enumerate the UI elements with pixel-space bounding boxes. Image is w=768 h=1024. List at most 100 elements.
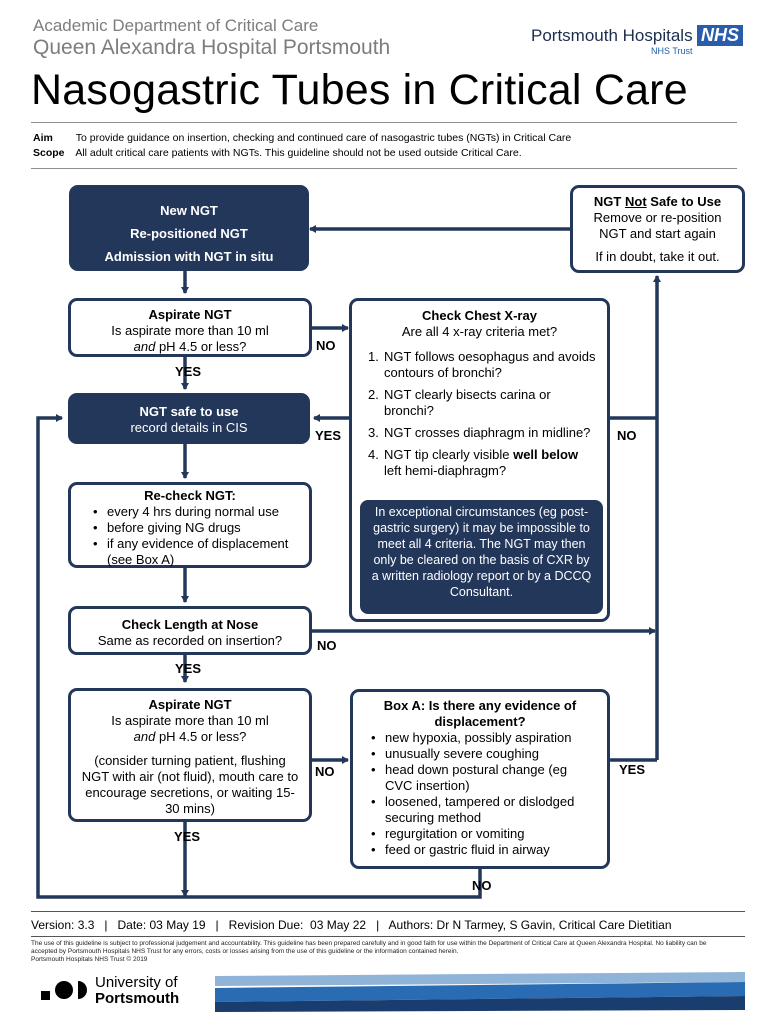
xray-exception-box: In exceptional circumstances (eg post-ga…: [360, 500, 603, 614]
footer-divider-2: [31, 936, 745, 937]
box-a-item: unusually severe coughing: [363, 746, 597, 762]
label-no-length: NO: [317, 638, 337, 653]
title-divider: [31, 122, 737, 123]
disclaimer-text: The use of this guideline is subject to …: [31, 940, 707, 955]
recheck-item: before giving NG drugs: [85, 520, 299, 536]
xray-criterion-3-num: 3.: [368, 425, 379, 440]
box-a-list: new hypoxia, possibly aspiration unusual…: [363, 730, 597, 858]
xray-criterion-1-num: 1.: [368, 349, 379, 364]
label-yes-xray: YES: [315, 428, 342, 443]
not-safe-line1: Remove or re-position: [593, 210, 722, 225]
not-safe-title-pre: NGT: [593, 194, 625, 209]
aspirate-title: Aspirate NGT: [148, 307, 232, 322]
scope-divider: [31, 168, 737, 169]
label-no-aspirate2: NO: [315, 764, 335, 779]
label-yes-aspirate2: YES: [174, 829, 201, 844]
page-title: Nasogastric Tubes in Critical Care: [31, 66, 688, 114]
aspirate-box: Aspirate NGT Is aspirate more than 10 ml…: [68, 298, 312, 357]
aspirate2-line2: and pH 4.5 or less?: [79, 729, 301, 745]
label-no-aspirate: NO: [316, 338, 336, 353]
safe-title: NGT safe to use: [139, 404, 239, 419]
aspirate2-and: and: [133, 729, 156, 744]
xray-criterion-1-text: NGT follows oesophagus and avoids contou…: [384, 349, 596, 380]
not-safe-box: NGT Not Safe to Use Remove or re-positio…: [570, 185, 745, 273]
aim-row: Aim To provide guidance on insertion, ch…: [33, 132, 571, 144]
recheck-title: Re-check NGT:: [144, 488, 236, 503]
box-a-item: feed or gastric fluid in airway: [363, 842, 597, 858]
box-a-title: Box A: Is there any evidence of displace…: [383, 698, 577, 729]
footer-divider: [31, 911, 745, 912]
xray-criterion-1: 1. NGT follows oesophagus and avoids cont…: [362, 349, 597, 381]
xray-criterion-4-bold: well below: [513, 447, 579, 462]
xray-criterion-4-pre: NGT tip clearly visible: [384, 447, 514, 462]
aspirate-and: and: [133, 339, 156, 354]
not-safe-line3: If in doubt, take it out.: [595, 249, 720, 264]
copyright-text: Portsmouth Hospitals NHS Trust © 2019: [31, 956, 148, 963]
trust-logo-name: Portsmouth Hospitals: [531, 26, 693, 45]
disclaimer: The use of this guideline is subject to …: [31, 940, 731, 964]
aim-label: Aim: [33, 132, 53, 144]
aspirate-line1: Is aspirate more than 10 ml: [111, 323, 269, 338]
label-yes-length: YES: [175, 661, 202, 676]
box-a: Box A: Is there any evidence of displace…: [350, 689, 610, 869]
university-logo-icon: [41, 981, 87, 1000]
version-line: Version: 3.3 | Date: 03 May 19 | Revisio…: [31, 918, 672, 932]
arrow-loop-back: [36, 414, 482, 899]
start-admission: Admission with NGT in situ: [104, 249, 274, 264]
box-a-item: regurgitation or vomiting: [363, 826, 597, 842]
trust-logo-subtitle: NHS Trust: [651, 46, 693, 56]
recheck-item: every 4 hrs during normal use: [85, 504, 299, 520]
recheck-box: Re-check NGT: every 4 hrs during normal …: [68, 482, 312, 568]
safe-line: record details in CIS: [130, 420, 248, 435]
xray-criterion-4-post: left hemi-diaphragm?: [384, 463, 507, 478]
label-no-xray: NO: [617, 428, 637, 443]
length-title: Check Length at Nose: [121, 617, 259, 632]
start-new-ngt: New NGT: [160, 203, 218, 218]
scope-row: Scope All adult critical care patients w…: [33, 147, 522, 159]
aspirate2-line1: Is aspirate more than 10 ml: [111, 713, 269, 728]
xray-criterion-4-num: 4.: [368, 447, 379, 462]
label-yes-boxa: YES: [619, 762, 646, 777]
recheck-list: every 4 hrs during normal use before giv…: [85, 504, 299, 568]
xray-title: Check Chest X-ray: [422, 308, 537, 323]
aspirate2-note: (consider turning patient, flushing NGT …: [81, 753, 299, 816]
box-a-item: loosened, tampered or dislodged securing…: [363, 794, 597, 826]
aspirate2-ph: pH 4.5 or less?: [155, 729, 247, 744]
not-safe-line2: NGT and start again: [599, 226, 716, 241]
xray-criterion-2-num: 2.: [368, 387, 379, 402]
length-line: Same as recorded on insertion?: [97, 633, 283, 648]
nhs-logo: NHS: [697, 25, 743, 46]
aspirate2-title: Aspirate NGT: [148, 697, 232, 712]
start-repositioned: Re-positioned NGT: [130, 226, 248, 241]
box-a-item: new hypoxia, possibly aspiration: [363, 730, 597, 746]
xray-criterion-3: 3. NGT crosses diaphragm in midline?: [362, 425, 597, 441]
aspirate-ph: pH 4.5 or less?: [155, 339, 247, 354]
label-yes-aspirate: YES: [175, 364, 202, 379]
not-safe-title-post: Safe to Use: [646, 194, 722, 209]
university-name-line1: University of: [95, 974, 178, 991]
scope-label: Scope: [33, 147, 65, 159]
xray-question: Are all 4 x-ray criteria met?: [401, 324, 558, 339]
safe-box: NGT safe to use record details in CIS: [68, 393, 310, 444]
recheck-item: if any evidence of displacement (see Box…: [85, 536, 299, 568]
xray-criterion-2-text: NGT clearly bisects carina or bronchi?: [384, 387, 551, 418]
aim-text: To provide guidance on insertion, checki…: [75, 132, 572, 144]
label-no-boxa: NO: [472, 878, 492, 893]
footer-stripes: [215, 972, 745, 1012]
start-box: New NGT Re-positioned NGT Admission with…: [69, 185, 309, 271]
department-name: Academic Department of Critical Care: [33, 16, 319, 35]
xray-criterion-2: 2. NGT clearly bisects carina or bronchi?: [362, 387, 597, 419]
aspirate-line2: and pH 4.5 or less?: [71, 339, 309, 355]
xray-criterion-4: 4. NGT tip clearly visible well below lef…: [362, 447, 597, 479]
not-safe-title-not: Not: [624, 194, 647, 209]
university-name-line2: Portsmouth: [95, 990, 180, 1007]
scope-text: All adult critical care patients with NG…: [75, 147, 522, 159]
box-a-item: head down postural change (eg CVC insert…: [363, 762, 597, 794]
xray-criterion-3-text: NGT crosses diaphragm in midline?: [384, 425, 591, 440]
aspirate2-box: Aspirate NGT Is aspirate more than 10 ml…: [68, 688, 312, 822]
hospital-name: Queen Alexandra Hospital Portsmouth: [33, 36, 391, 59]
xray-criteria-list: 1. NGT follows oesophagus and avoids cont…: [362, 349, 597, 479]
not-safe-title: NGT Not Safe to Use: [573, 194, 742, 210]
length-box: Check Length at Nose Same as recorded on…: [68, 606, 312, 655]
